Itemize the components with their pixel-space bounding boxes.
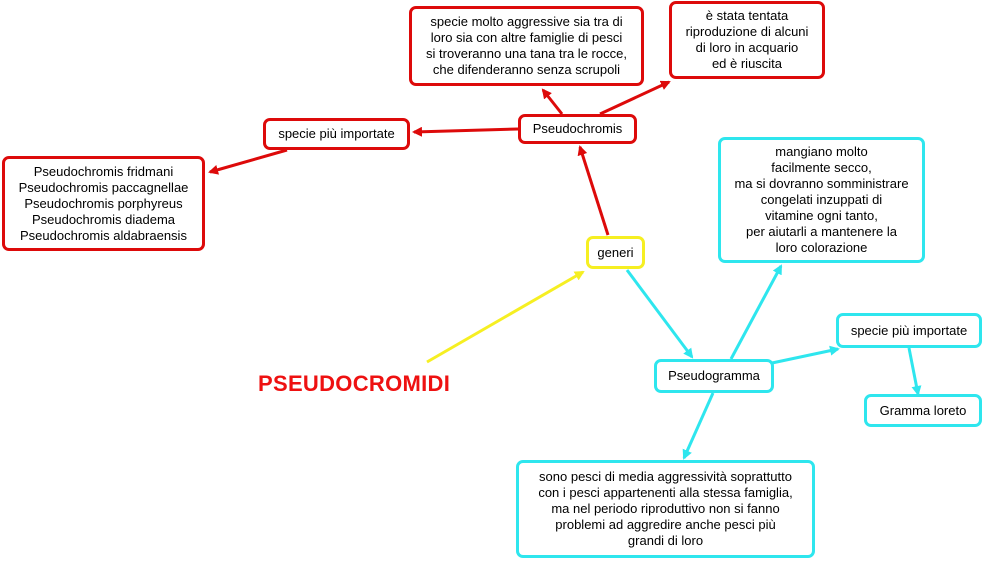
- node-gramma-loreto: Gramma loreto: [864, 394, 982, 427]
- arrow-pseudogramma-to-media: [682, 392, 715, 460]
- node-riproduzione: è stata tentata riproduzione di alcuni d…: [669, 1, 825, 79]
- node-generi: generi: [586, 236, 645, 269]
- arrow-title-to-generi: [426, 270, 585, 364]
- node-mangiano: mangiano molto facilmente secco, ma si d…: [718, 137, 925, 263]
- arrow-pseudogramma-to-mangiano: [729, 264, 783, 360]
- node-species-list: Pseudochromis fridmani Pseudochromis pac…: [2, 156, 205, 251]
- arrow-specie-to-gramma: [907, 347, 922, 396]
- arrow-generi-to-pseudogramma: [625, 269, 694, 359]
- arrow-pseudochromis-to-specie: [412, 126, 519, 137]
- node-specie-pseudochromis: specie più importate: [263, 118, 410, 150]
- node-pseudogramma: Pseudogramma: [654, 359, 774, 393]
- arrow-pseudogramma-to-specie: [771, 345, 840, 365]
- node-pseudochromis: Pseudochromis: [518, 114, 637, 144]
- arrow-pseudochromis-to-riproduzione: [599, 80, 671, 116]
- map-title: PSEUDOCROMIDI: [258, 371, 451, 396]
- node-specie-pseudogramma: specie più importate: [836, 313, 982, 348]
- arrow-pseudochromis-to-aggressive: [541, 88, 564, 115]
- node-aggressive: specie molto aggressive sia tra di loro …: [409, 6, 644, 86]
- node-media-aggressivita: sono pesci di media aggressività sopratt…: [516, 460, 815, 558]
- arrow-specie-to-species-list: [208, 148, 288, 175]
- arrow-generi-to-pseudochromis: [577, 145, 610, 236]
